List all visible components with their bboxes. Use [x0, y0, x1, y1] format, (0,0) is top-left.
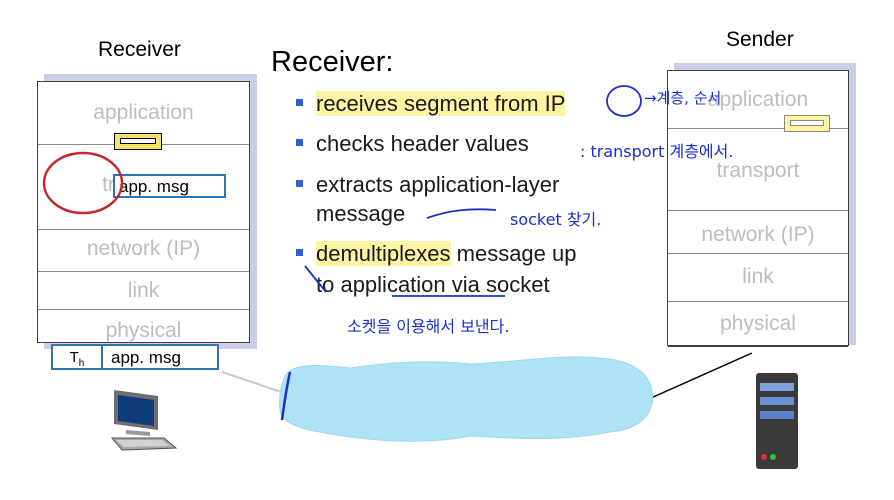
ink-note-2: : transport 계층에서. [580, 142, 734, 161]
sender-layer-application: application [707, 88, 809, 111]
ink-note-4: 소켓을 이용해서 보낸다. [347, 317, 510, 336]
receiver-transport-msg: app. msg [113, 174, 226, 198]
receiver-socket-chip [114, 133, 162, 150]
ink-note-3: socket 찾기. [510, 210, 602, 229]
server-icon [756, 373, 798, 469]
receiver-layer-network: network (IP) [38, 229, 249, 271]
receiver-title: Receiver [98, 38, 181, 61]
slide-heading: Receiver: [271, 46, 394, 78]
receiver-layer-application: application [93, 101, 194, 124]
sender-layer-physical: physical [668, 301, 848, 347]
sender-layer-transport: transport [668, 128, 848, 210]
segment-header: Th [53, 346, 103, 369]
receiver-segment: Th app. msg [51, 344, 219, 370]
segment-payload: app. msg [111, 348, 181, 367]
sender-title: Sender [726, 28, 794, 51]
receiver-layer-link: link [38, 271, 249, 309]
red-circle-annotation [42, 151, 124, 215]
receiver-layer-physical: physical [38, 309, 249, 344]
sender-layer-network: network (IP) [668, 210, 848, 253]
ink-note-1: →계층, 순서 [644, 89, 722, 107]
sender-layer-link: link [668, 253, 848, 301]
sender-socket-chip [784, 115, 830, 132]
computer-icon [110, 390, 178, 451]
